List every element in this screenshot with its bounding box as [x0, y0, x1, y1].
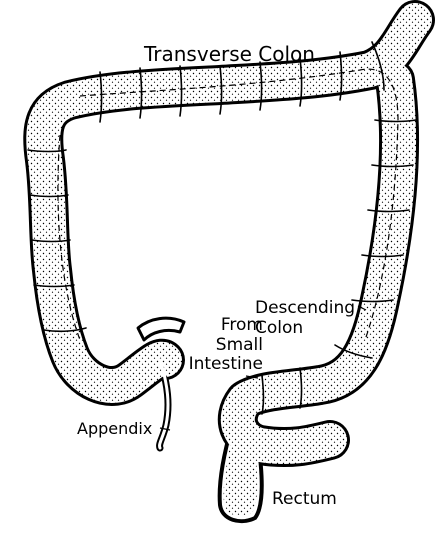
- label-descending-colon: Descending Colon: [255, 299, 365, 338]
- label-from-small-intestine: From Small Intestine: [173, 316, 263, 375]
- colon-tube-fill: [43, 20, 415, 447]
- label-rectum: Rectum: [272, 490, 337, 510]
- label-appendix: Appendix: [77, 420, 152, 438]
- label-transverse-colon: Transverse Colon: [144, 43, 315, 66]
- colon-tissue: [43, 20, 415, 516]
